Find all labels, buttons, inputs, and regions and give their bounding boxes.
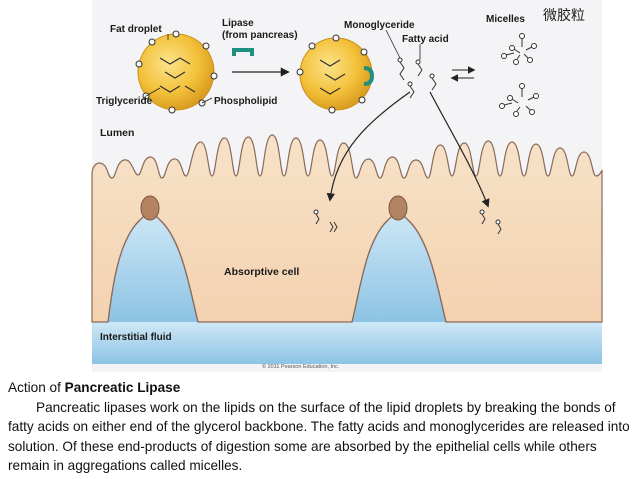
fat-droplet-1 (135, 30, 218, 114)
interstitial-fluid-region (92, 322, 602, 364)
bound-lipase-enzyme (364, 66, 374, 86)
label-micelles-chinese: 微胶粒 (543, 7, 585, 24)
label-fatty-acid: Fatty acid (402, 34, 449, 45)
tight-junction-right (388, 195, 408, 221)
micelle-bottom (499, 83, 539, 117)
label-lumen: Lumen (100, 127, 134, 139)
caption-title-bold: Pancreatic Lipase (64, 380, 181, 395)
leader-phospholipid (201, 97, 213, 104)
label-lipase: Lipase (222, 18, 254, 29)
absorption-arrow-right (429, 91, 490, 208)
released-lipids (397, 57, 437, 99)
absorptive-cell-layer (91, 134, 603, 323)
caption-title-prefix: Action of (8, 380, 65, 395)
leader-triglyceride (145, 87, 161, 97)
lipase-digestion-diagram: Fat droplet Triglyceride Phospholipid Li… (91, 0, 603, 372)
label-monoglyceride: Monoglyceride (344, 20, 415, 31)
lipase-enzyme (232, 48, 254, 56)
caption-body: Pancreatic lipases work on the lipids on… (8, 399, 630, 474)
label-interstitial-fluid: Interstitial fluid (100, 332, 172, 343)
label-fat-droplet: Fat droplet (110, 24, 162, 35)
micelle-top (501, 33, 537, 65)
absorbed-lipids (313, 209, 502, 235)
caption-title: Action of Pancreatic Lipase (8, 378, 632, 398)
fat-droplet-2 (296, 34, 374, 114)
leader-monoglyceride (385, 29, 401, 59)
interstitial-fluid-wedge-left (108, 210, 198, 322)
label-micelles: Micelles (486, 14, 525, 25)
caption: Action of Pancreatic Lipase Pancreatic l… (8, 378, 632, 476)
label-phospholipid: Phospholipid (214, 96, 277, 107)
label-absorptive-cell: Absorptive cell (224, 266, 299, 278)
copyright-credit: © 2011 Pearson Education, Inc. (262, 363, 340, 370)
tight-junction-left (140, 195, 160, 221)
label-triglyceride: Triglyceride (96, 96, 153, 107)
label-lipase-source: (from pancreas) (222, 30, 298, 41)
absorption-arrow-left (326, 91, 411, 202)
